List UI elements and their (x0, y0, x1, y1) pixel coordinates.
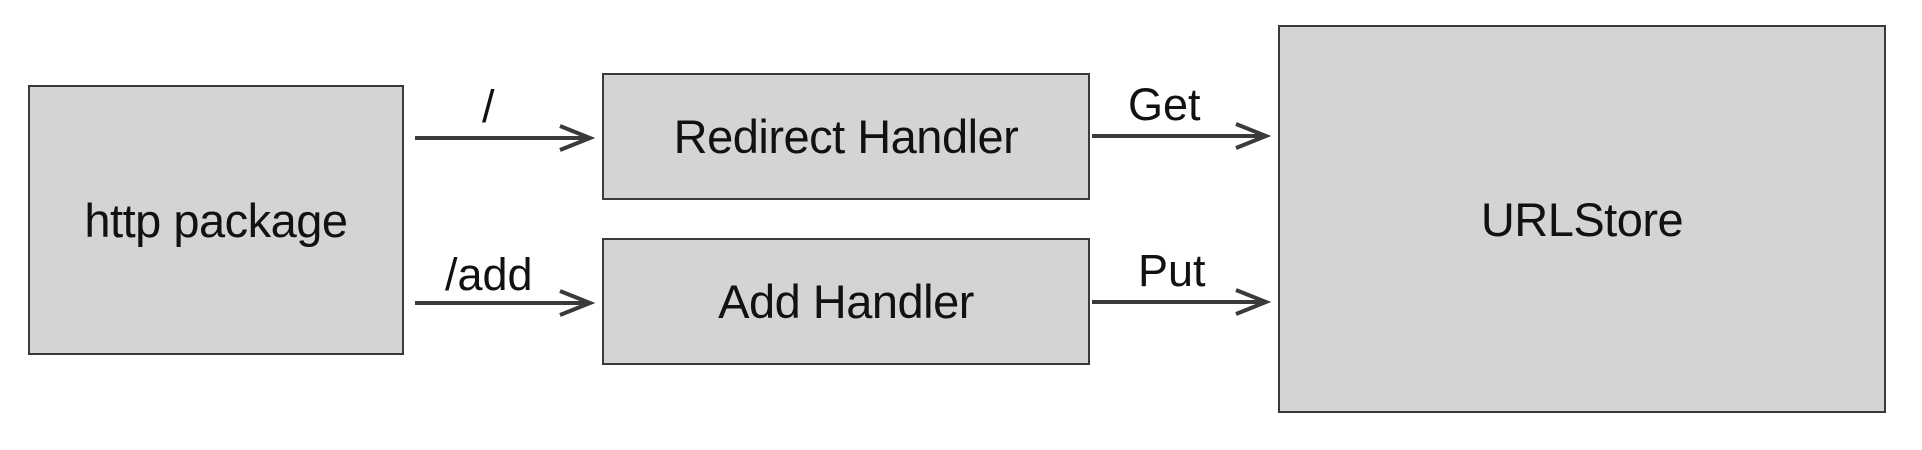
add-handler-box: Add Handler (602, 238, 1090, 365)
add-handler-label: Add Handler (718, 275, 974, 328)
url-store-box: URLStore (1278, 25, 1886, 413)
arrowhead-http-to-redirect (559, 124, 596, 152)
http-package-label: http package (84, 193, 348, 247)
arrowhead-http-to-add (559, 289, 596, 317)
url-store-label: URLStore (1480, 192, 1684, 246)
get-label: Get (1128, 79, 1201, 130)
arrowhead-redirect-to-store (1235, 122, 1272, 150)
add-route-label: /add (445, 249, 533, 300)
arrowhead-add-to-store (1235, 288, 1272, 316)
root-route-label: / (482, 81, 495, 132)
redirect-handler-box: Redirect Handler (602, 73, 1090, 200)
redirect-handler-label: Redirect Handler (673, 110, 1019, 163)
http-package-box: http package (28, 85, 404, 355)
put-label: Put (1138, 245, 1206, 296)
